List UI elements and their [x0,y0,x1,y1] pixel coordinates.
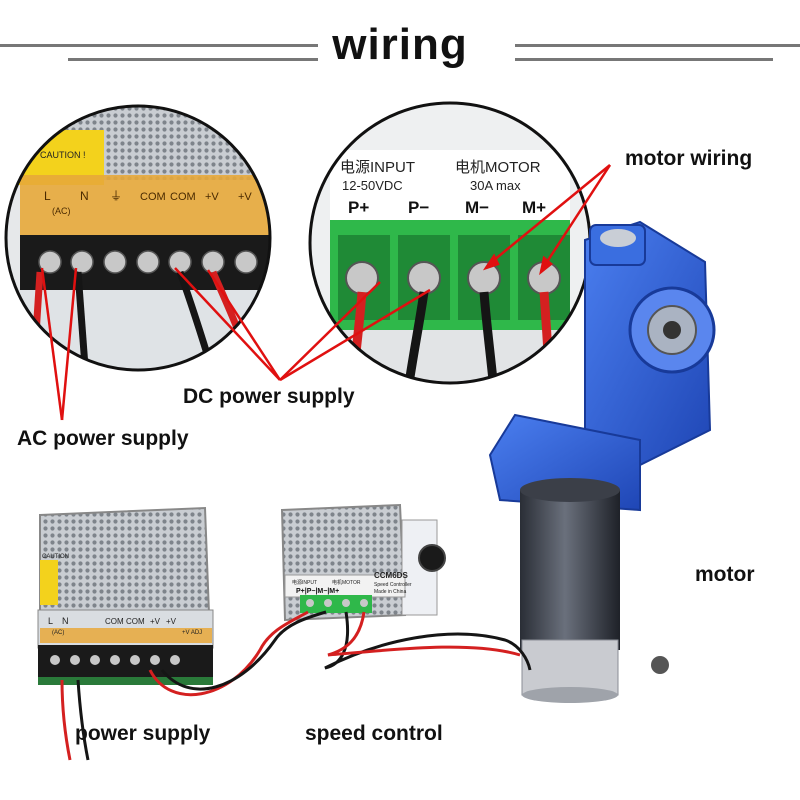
title-rule-right-bottom [515,58,773,61]
power-supply-label: power supply [75,722,211,745]
callout-arrows [40,164,612,421]
title-rule-right-top [515,44,800,47]
controller-terminals: P+|P−|M−|M+ [296,588,339,595]
psu-terminal-com2: COM [126,617,145,626]
terminal-p-minus: P− [408,198,429,217]
controller-line2: Made in China [374,589,406,595]
arrow-dc-3 [279,281,381,381]
arrowhead-motor-2 [539,255,553,276]
terminal-v2-label: +V [238,191,252,203]
psu-terminal-l: L [48,616,53,626]
speed-controller-unit [280,503,446,622]
terminal-p-plus: P+ [348,198,369,217]
controller-terminal-closeup [310,103,590,383]
arrow-dc-1 [174,267,281,381]
controller-model: CCM6DS [374,571,408,580]
psu-terminal-com1: COM [105,617,124,626]
terminal-l-label: L [44,189,51,203]
closeup-left-border [4,104,272,372]
psu-terminal-n: N [62,616,69,626]
motor-wiring-label: motor wiring [625,147,753,170]
power-supply-unit [37,506,214,685]
dc-power-supply-label: DC power supply [183,385,355,408]
terminal-v1-label: +V [205,191,219,203]
motor-label: motor [695,563,755,586]
caution-text: CAUTION ! [40,150,86,160]
input-header: 电源INPUT [340,159,415,176]
title-rule-left-bottom [68,58,318,61]
psu-terminal-v2: +V [166,617,177,626]
ground-symbol: ⏚ [110,189,122,203]
connection-wires [60,610,532,761]
ac-power-supply-label: AC power supply [17,427,189,450]
arrow-dc-4 [279,288,431,382]
page-title: wiring [332,20,468,69]
psu-ac-mark: (AC) [52,630,64,636]
arrow-motor-wiring-1 [487,164,611,266]
arrow-ac-1 [40,267,64,421]
speed-control-label: speed control [305,722,443,745]
current-rating: 30A max [470,178,521,193]
arrowhead-motor-1 [482,253,500,271]
ac-terminal-closeup [6,106,270,370]
motor-header: 电机MOTOR [455,159,541,176]
psu-caution: CAUTION [42,554,69,560]
title-rule-left-top [0,44,318,47]
voltage-rating: 12-50VDC [342,178,403,193]
terminal-m-plus: M+ [522,198,546,217]
controller-input-label: 电源INPUT [292,579,317,586]
psu-adj-mark: +V ADJ [182,630,202,636]
terminal-n-label: N [80,189,89,203]
terminal-com2-label: COM [170,191,196,203]
gear-motor [488,220,716,703]
psu-terminal-v1: +V [150,617,161,626]
arrow-motor-wiring-2 [541,164,612,269]
terminal-com1-label: COM [140,191,166,203]
controller-motor-label: 电机MOTOR [332,579,361,586]
terminal-m-minus: M− [465,198,489,217]
arrow-ac-2 [60,267,78,421]
ac-mark: (AC) [52,206,71,216]
controller-line1: Speed Controller [374,582,412,588]
arrow-dc-2 [206,269,282,381]
